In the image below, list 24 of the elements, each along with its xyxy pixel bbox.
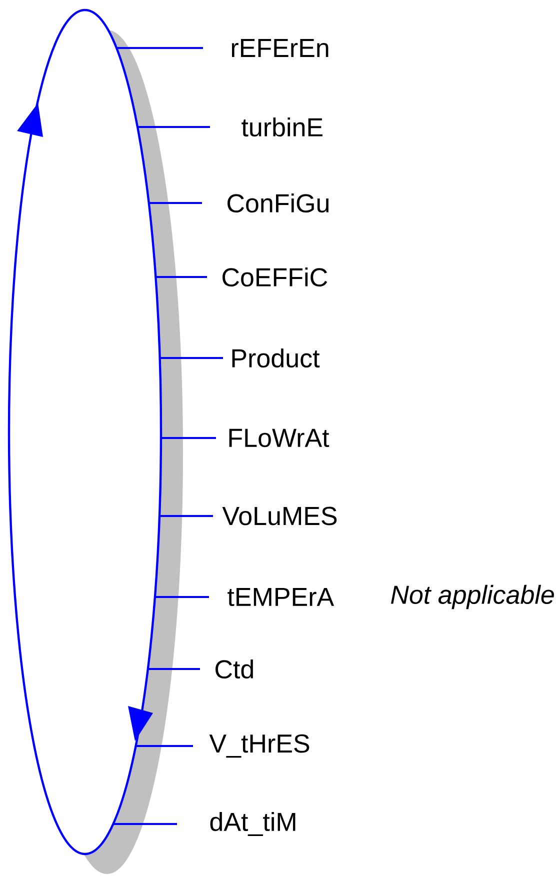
note-text: Not applicable bbox=[391, 584, 554, 610]
cycle-ellipse bbox=[8, 8, 162, 856]
leader-line bbox=[154, 596, 209, 598]
node-label: CoEFFiC bbox=[222, 267, 328, 287]
node-label: FLoWrAt bbox=[229, 428, 330, 448]
leader-line bbox=[148, 202, 202, 204]
leader-line bbox=[116, 47, 203, 49]
leader-line bbox=[137, 126, 210, 128]
leader-line bbox=[155, 276, 207, 278]
node-label: dAt_tiM bbox=[210, 812, 296, 836]
node-label: rEFErEn bbox=[232, 39, 328, 57]
node-label: Ctd bbox=[216, 659, 253, 679]
node-label: tEMPErA bbox=[228, 588, 334, 606]
leader-line bbox=[158, 515, 213, 517]
leader-line bbox=[135, 745, 193, 747]
leader-line bbox=[112, 823, 177, 825]
node-label: ConFiGu bbox=[228, 193, 328, 213]
leader-line bbox=[160, 437, 216, 439]
node-label: turbinE bbox=[242, 117, 322, 137]
leader-line bbox=[159, 357, 223, 359]
node-label: Product bbox=[232, 348, 320, 368]
leader-line bbox=[147, 668, 200, 670]
node-label: VoLuMES bbox=[222, 506, 337, 526]
node-label: V_tHrES bbox=[209, 734, 310, 758]
